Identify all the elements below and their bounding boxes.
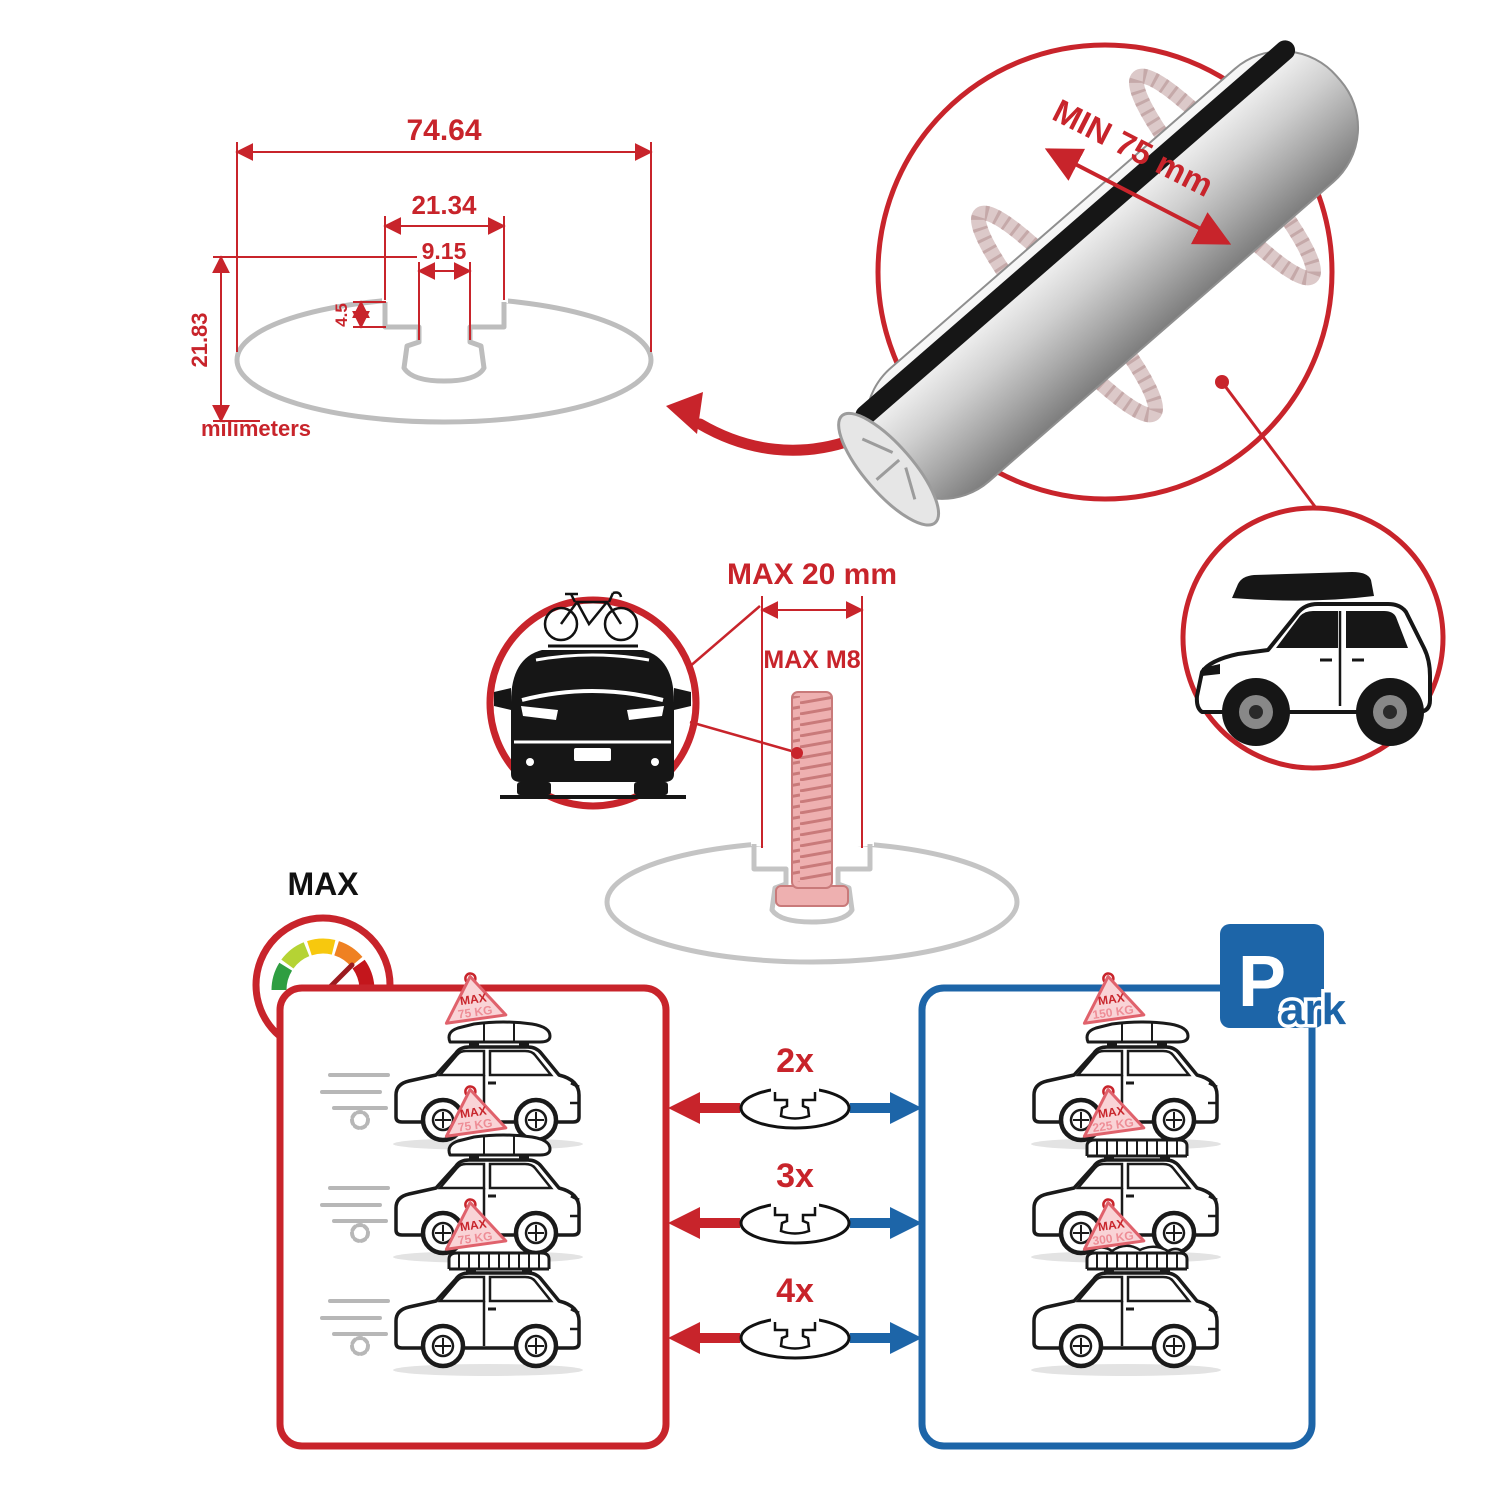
- units-label: milimeters: [201, 416, 311, 441]
- load-tag: MAX 75 KG: [444, 1198, 508, 1251]
- dim-recess-width-label: 21.34: [411, 190, 477, 220]
- crossbar-section-icon: [739, 1201, 851, 1245]
- tag-max-label: MAX: [459, 1217, 487, 1235]
- load-tag: MAX 75 KG: [444, 1085, 508, 1138]
- quantity-row-3: 4x: [668, 1272, 922, 1360]
- load-tag: MAX 225 KG: [1082, 1085, 1146, 1138]
- load-tag: MAX 75 KG: [444, 972, 508, 1025]
- dim-total-width-label: 74.64: [406, 114, 481, 147]
- crossbar-detail-circle: MIN 75 mm: [837, 40, 1360, 527]
- tag-max-label: MAX: [459, 1104, 487, 1122]
- roof-basket-icon: [447, 1251, 551, 1273]
- parking-ark-letters: ark: [1280, 985, 1347, 1034]
- dimension-lines: [212, 142, 653, 423]
- speed-max-label: MAX: [287, 866, 359, 902]
- loaded-roof-basket-icon: [1085, 1244, 1189, 1273]
- bolt-max-thread-label: MAX M8: [763, 646, 860, 674]
- parked-panel: MAX 150 KG MAX 225 KG MAX: [1031, 972, 1221, 1376]
- tag-max-label: MAX: [1097, 1104, 1125, 1122]
- tag-kg-label: 75 KG: [457, 1003, 493, 1022]
- bolt-dimension-lines: [760, 596, 864, 848]
- car-front-icon: [494, 650, 691, 799]
- bolt-max-length-label: MAX 20 mm: [727, 558, 897, 591]
- tag-max-label: MAX: [459, 991, 487, 1009]
- motion-streaks: [320, 1073, 390, 1130]
- right-arrow-icon: [890, 1092, 922, 1124]
- roof-box-icon: [1085, 1020, 1190, 1047]
- roof-box-icon: [447, 1133, 552, 1160]
- tag-kg-label: 75 KG: [457, 1229, 493, 1248]
- bar-count-label: 3x: [776, 1157, 814, 1195]
- crossbar-section-icon: [739, 1086, 851, 1130]
- driving-car-row-3: MAX 75 KG: [320, 1198, 583, 1376]
- motion-streaks: [320, 1186, 390, 1243]
- parking-sign-board: [1220, 924, 1324, 1028]
- min-span-arrow: [1044, 148, 1232, 245]
- bar-count-label: 2x: [776, 1042, 814, 1080]
- parking-p-letter: P: [1238, 942, 1286, 1022]
- quantity-row-2: 3x: [668, 1157, 922, 1245]
- crossbar-section-icon: [739, 1316, 851, 1360]
- roof-box-icon: [447, 1020, 552, 1047]
- tag-kg-label: 225 KG: [1092, 1115, 1135, 1135]
- load-tag: MAX 300 KG: [1082, 1198, 1146, 1251]
- dim-total-height-label: 21.83: [187, 312, 212, 367]
- bike-icon: [543, 591, 639, 648]
- dim-slot-width-label: 9.15: [422, 238, 467, 264]
- bar-count-label: 4x: [776, 1272, 814, 1310]
- bike-car-circle: [486, 591, 803, 810]
- tag-max-label: MAX: [1097, 1217, 1125, 1235]
- left-arrow-icon: [668, 1092, 700, 1124]
- tag-kg-label: 300 KG: [1092, 1228, 1135, 1248]
- right-arrow-icon: [890, 1322, 922, 1354]
- t-bolt-icon: [775, 691, 849, 907]
- dim-recess-depth-label: 4.5: [332, 303, 351, 327]
- right-arrow-icon: [890, 1207, 922, 1239]
- load-tag: MAX 150 KG: [1082, 972, 1146, 1025]
- quantity-rows: 2x 3x 4x: [668, 1042, 922, 1360]
- parking-sign: P ark: [1220, 924, 1350, 1038]
- left-arrow-icon: [668, 1207, 700, 1239]
- profile-dimension-diagram: 74.64 21.34 9.15 4.5 21.83 milimeters: [187, 114, 654, 441]
- bolt-diagram: MAX 20 mm MAX M8: [604, 558, 1020, 965]
- tag-kg-label: 150 KG: [1092, 1002, 1135, 1022]
- suv-roofbox-circle: [1180, 505, 1446, 771]
- profile-ellipse: [234, 295, 654, 425]
- callout-line-bottom: [689, 720, 796, 754]
- motion-streaks: [320, 1299, 390, 1356]
- quantity-row-1: 2x: [668, 1042, 922, 1130]
- parked-car-row-3: MAX 300 KG: [1031, 1198, 1221, 1376]
- left-arrow-icon: [668, 1322, 700, 1354]
- roof-basket-icon: [1085, 1138, 1189, 1160]
- bolt-profile-t-slot: [751, 844, 873, 925]
- tag-kg-label: 75 KG: [457, 1116, 493, 1135]
- suv-with-roofbox-icon: [1194, 572, 1432, 746]
- connector-to-suv: [1220, 381, 1318, 509]
- tag-max-label: MAX: [1097, 991, 1125, 1009]
- driving-panel: MAX 75 KG MAX 75 KG: [320, 972, 583, 1376]
- callout-line-top: [687, 605, 761, 669]
- pointer-arrow-to-diagram: [666, 392, 858, 456]
- profile-slot-mask: [382, 288, 508, 303]
- profile-t-slot: [382, 302, 507, 384]
